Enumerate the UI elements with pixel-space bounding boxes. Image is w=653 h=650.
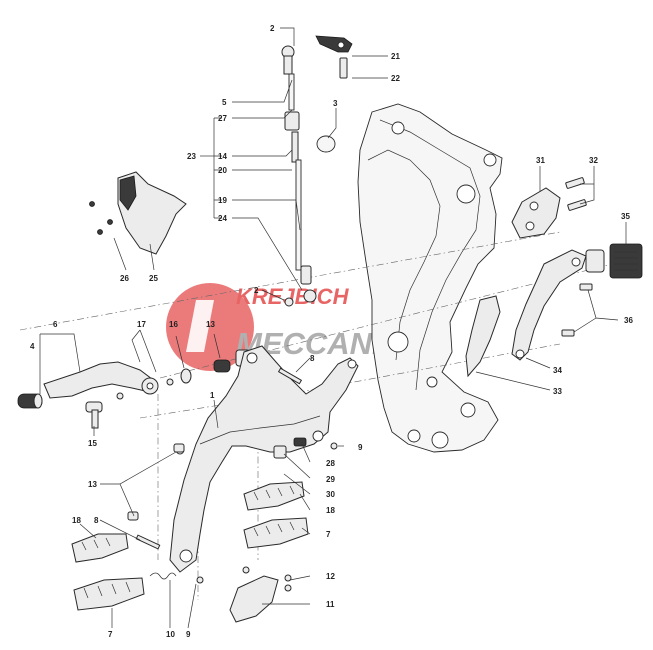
part-1-footpeg-hanger xyxy=(127,345,359,584)
callout-25: 25 xyxy=(149,274,158,283)
callout-17: 17 xyxy=(137,320,146,329)
callout-14: 14 xyxy=(218,152,227,161)
callout-24: 24 xyxy=(218,214,227,223)
callout-34: 34 xyxy=(553,366,562,375)
callout-4: 4 xyxy=(30,342,35,351)
part-6-gear-pedal xyxy=(17,349,251,429)
callout-20: 20 xyxy=(218,166,227,175)
callout-7b: 7 xyxy=(108,630,113,639)
callout-2: 2 xyxy=(270,24,275,33)
footpegs xyxy=(71,481,309,611)
callout-9: 9 xyxy=(358,443,363,452)
callout-2b: 2 xyxy=(254,286,259,295)
callout-8b: 8 xyxy=(94,516,99,525)
part-35-reservoir xyxy=(585,243,643,279)
leader-lines xyxy=(39,27,627,629)
callout-18: 18 xyxy=(326,506,335,515)
callout-8: 8 xyxy=(310,354,315,363)
callout-35: 35 xyxy=(621,212,630,221)
callout-26: 26 xyxy=(120,274,129,283)
callout-21: 21 xyxy=(391,52,400,61)
callout-16: 16 xyxy=(169,320,178,329)
callout-19: 19 xyxy=(218,196,227,205)
callout-9b: 9 xyxy=(186,630,191,639)
callout-13: 13 xyxy=(206,320,215,329)
part-31-bracket xyxy=(511,177,587,239)
callout-29: 29 xyxy=(326,475,335,484)
callout-6: 6 xyxy=(53,320,58,329)
callout-30: 30 xyxy=(326,490,335,499)
callout-10: 10 xyxy=(166,630,175,639)
callout-18b: 18 xyxy=(72,516,81,525)
callout-27: 27 xyxy=(218,114,227,123)
callout-32: 32 xyxy=(589,156,598,165)
callout-5: 5 xyxy=(222,98,227,107)
shift-linkage xyxy=(281,35,353,307)
callout-labels: 2 21 22 5 3 27 23 14 20 19 24 26 25 2 31… xyxy=(30,24,633,639)
callout-15: 15 xyxy=(88,439,97,448)
callout-23: 23 xyxy=(187,152,196,161)
part-34-brake-pedal xyxy=(511,249,593,361)
callout-1: 1 xyxy=(210,391,215,400)
callout-28: 28 xyxy=(326,459,335,468)
part-33-heel-plate xyxy=(465,295,501,378)
frame-bracket xyxy=(357,103,503,453)
callout-13b: 13 xyxy=(88,480,97,489)
part-11-heel-plate xyxy=(229,566,292,623)
callout-11: 11 xyxy=(326,600,335,609)
callout-22: 22 xyxy=(391,74,400,83)
callout-3: 3 xyxy=(333,99,338,108)
callout-33: 33 xyxy=(553,387,562,396)
part-25-heel-guard xyxy=(89,171,187,255)
callout-12: 12 xyxy=(326,572,335,581)
callout-31: 31 xyxy=(536,156,545,165)
watermark-line1: KREJBICH xyxy=(236,284,350,309)
callout-7: 7 xyxy=(326,530,331,539)
callout-36: 36 xyxy=(624,316,633,325)
